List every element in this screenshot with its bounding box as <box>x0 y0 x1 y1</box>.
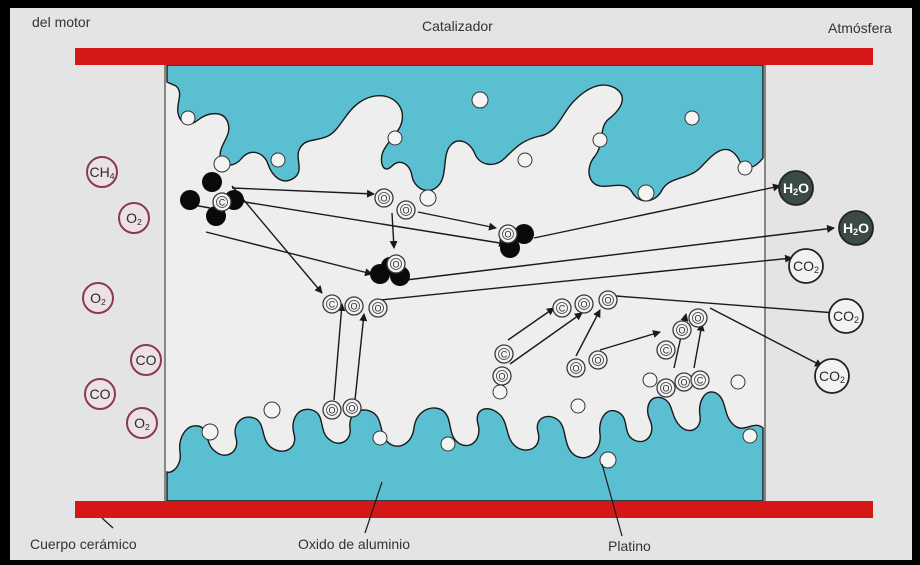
svg-text:O: O <box>402 206 409 216</box>
svg-text:CO: CO <box>90 386 111 402</box>
svg-text:O: O <box>350 302 357 312</box>
carbon-atom: C <box>494 344 514 364</box>
output-molecule-h2o: H2O <box>838 210 874 246</box>
oxygen-atom: O <box>674 372 694 392</box>
svg-text:O: O <box>572 364 579 374</box>
oxygen-atom: O <box>322 400 342 420</box>
svg-text:CO2: CO2 <box>793 258 819 275</box>
svg-text:O: O <box>380 194 387 204</box>
svg-text:O: O <box>694 314 701 324</box>
input-molecule-ch4: CH4 <box>86 156 118 188</box>
svg-text:C: C <box>501 350 508 360</box>
svg-text:CO: CO <box>136 352 157 368</box>
label-aluminum-oxide: Oxido de aluminio <box>298 536 411 552</box>
oxygen-atom: O <box>588 350 608 370</box>
svg-text:O: O <box>348 404 355 414</box>
carbon-atom: C <box>212 192 232 212</box>
label-ceramic-body: Cuerpo cerámico <box>30 536 137 552</box>
svg-text:H2O: H2O <box>843 220 869 237</box>
carbon-atom: C <box>656 340 676 360</box>
oxygen-atom: O <box>498 224 518 244</box>
platinum-particles <box>180 91 758 469</box>
output-molecule-co2: CO2 <box>814 358 850 394</box>
svg-text:O2: O2 <box>90 290 106 307</box>
input-molecule-co: CO <box>84 378 116 410</box>
oxygen-atom: O <box>396 200 416 220</box>
svg-text:C: C <box>559 304 566 314</box>
svg-text:O: O <box>604 296 611 306</box>
reaction-arrows <box>187 183 837 401</box>
svg-text:O: O <box>498 372 505 382</box>
oxygen-atom: O <box>688 308 708 328</box>
svg-text:O: O <box>580 300 587 310</box>
input-molecule-o2: O2 <box>118 202 150 234</box>
output-molecule-co2: CO2 <box>828 298 864 334</box>
alumina-top <box>166 64 764 202</box>
oxygen-atom: O <box>342 398 362 418</box>
svg-text:O2: O2 <box>126 210 142 227</box>
oxygen-atom: O <box>492 366 512 386</box>
oxygen-atom: O <box>598 290 618 310</box>
label-catalyst: Catalizador <box>422 18 493 34</box>
svg-text:C: C <box>697 376 704 386</box>
label-engine: del motor <box>32 14 91 30</box>
svg-text:CO2: CO2 <box>819 368 845 385</box>
oxygen-atom: O <box>566 358 586 378</box>
carbon-atom: C <box>552 298 572 318</box>
carbon-atom: C <box>690 370 710 390</box>
carbon-atom: C <box>322 294 342 314</box>
catalyst-bottom-wall <box>75 501 873 518</box>
svg-text:H2O: H2O <box>783 180 809 197</box>
svg-text:O: O <box>680 378 687 388</box>
alumina-bottom <box>166 391 764 502</box>
label-platinum: Platino <box>608 538 651 554</box>
input-molecule-o2: O2 <box>82 282 114 314</box>
oxygen-atom: O <box>656 378 676 398</box>
oxygen-atom: O <box>574 294 594 314</box>
svg-text:CH4: CH4 <box>89 164 114 181</box>
output-molecule-h2o: H2O <box>778 170 814 206</box>
svg-text:O: O <box>594 356 601 366</box>
svg-text:O: O <box>328 406 335 416</box>
input-molecule-co: CO <box>130 344 162 376</box>
svg-text:C: C <box>329 300 336 310</box>
svg-text:C: C <box>663 346 670 356</box>
svg-text:C: C <box>219 198 226 208</box>
svg-text:CO2: CO2 <box>833 308 859 325</box>
label-leaders <box>101 463 623 537</box>
oxygen-atom: O <box>344 296 364 316</box>
svg-text:O2: O2 <box>134 415 150 432</box>
svg-text:O: O <box>662 384 669 394</box>
svg-text:O: O <box>678 326 685 336</box>
oxygen-atom: O <box>386 254 406 274</box>
output-molecule-co2: CO2 <box>788 248 824 284</box>
oxygen-atom: O <box>374 188 394 208</box>
catalyst-top-wall <box>75 48 873 65</box>
svg-text:O: O <box>504 230 511 240</box>
oxygen-atom: O <box>368 298 388 318</box>
oxygen-atom: O <box>672 320 692 340</box>
input-molecule-o2: O2 <box>126 407 158 439</box>
svg-text:O: O <box>374 304 381 314</box>
svg-text:O: O <box>392 260 399 270</box>
label-atmosphere: Atmósfera <box>828 20 892 36</box>
